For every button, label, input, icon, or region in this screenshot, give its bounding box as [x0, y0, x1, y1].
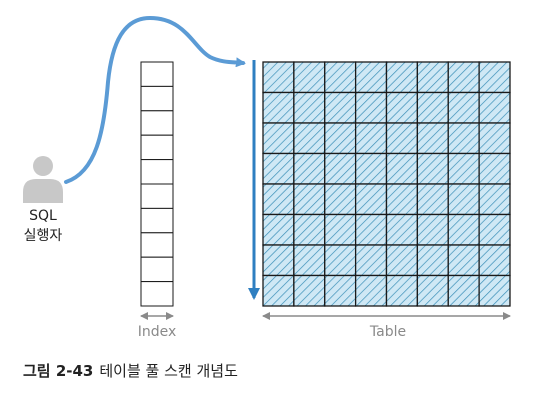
table-cell [324, 244, 357, 277]
table-cell [354, 152, 388, 185]
user-icon [23, 156, 63, 203]
table-cell [354, 183, 388, 216]
table-cell [385, 183, 419, 216]
table-cell [324, 91, 357, 124]
table-cell [416, 244, 449, 277]
table-cell [385, 244, 419, 277]
table-cell [478, 91, 511, 124]
table-cell [478, 122, 511, 155]
table-cell [416, 152, 449, 185]
table-cell [262, 91, 295, 124]
index-cell [140, 183, 174, 209]
index-cell [140, 159, 174, 185]
table-cell [324, 122, 357, 155]
table-cell [447, 152, 480, 185]
table-cell [262, 61, 295, 94]
table-cell [416, 274, 449, 307]
table-cell [416, 91, 449, 124]
table-grid [262, 61, 511, 307]
table-cell [478, 183, 511, 216]
table-cell [262, 244, 295, 277]
index-cell [140, 256, 174, 283]
table-cell [478, 61, 511, 94]
index-label: Index [137, 324, 177, 340]
table-cell [385, 152, 419, 185]
table-cell [385, 61, 419, 94]
figure-caption: 그림 2-43 테이블 풀 스캔 개념도 [23, 360, 238, 381]
table-cell [447, 122, 480, 155]
table-cell [262, 122, 295, 155]
table-cell [447, 91, 480, 124]
table-cell [447, 244, 480, 277]
figure-title: 테이블 풀 스캔 개념도 [99, 362, 238, 380]
index-cell [140, 85, 174, 112]
table-cell [478, 244, 511, 277]
table-cell [324, 274, 357, 307]
index-cell [140, 207, 174, 234]
table-cell [262, 213, 295, 246]
table-cell [385, 91, 419, 124]
table-cell [416, 61, 449, 94]
actor-label-line1: SQL [29, 208, 57, 224]
table-cell [354, 91, 388, 124]
table-label: Table [369, 324, 407, 340]
table-cell [293, 244, 326, 277]
table-cell [416, 213, 449, 246]
table-cell [478, 213, 511, 246]
table-cell [416, 183, 449, 216]
table-cell [262, 183, 295, 216]
index-cell [140, 281, 174, 307]
table-cell [447, 61, 480, 94]
table-cell [447, 274, 480, 307]
table-cell [293, 152, 326, 185]
table-cell [293, 91, 326, 124]
table-cell [478, 274, 511, 307]
table-cell [262, 152, 295, 185]
table-cell [416, 122, 449, 155]
index-column [140, 61, 174, 307]
table-cell [324, 61, 357, 94]
table-cell [262, 274, 295, 307]
actor-label-line2: 실행자 [23, 228, 63, 244]
table-cell [293, 274, 326, 307]
table-cell [293, 61, 326, 94]
table-cell [354, 61, 388, 94]
table-cell [324, 152, 357, 185]
table-cell [447, 183, 480, 216]
index-cell [140, 110, 174, 136]
table-cell [293, 183, 326, 216]
table-cell [293, 122, 326, 155]
table-cell [354, 274, 388, 307]
table-cell [293, 213, 326, 246]
table-cell [385, 274, 419, 307]
table-cell [354, 244, 388, 277]
request-flow-arrow [64, 15, 246, 184]
figure-number: 그림 2-43 [23, 362, 94, 380]
table-cell [354, 213, 388, 246]
table-cell [324, 183, 357, 216]
table-cell [324, 213, 357, 246]
index-cell [140, 61, 174, 87]
table-cell [385, 122, 419, 155]
table-cell [354, 122, 388, 155]
table-cell [447, 213, 480, 246]
index-cell [140, 232, 174, 258]
table-cell [478, 152, 511, 185]
table-cell [385, 213, 419, 246]
actor-label: SQL 실행자 [15, 206, 71, 246]
index-cell [140, 134, 174, 161]
